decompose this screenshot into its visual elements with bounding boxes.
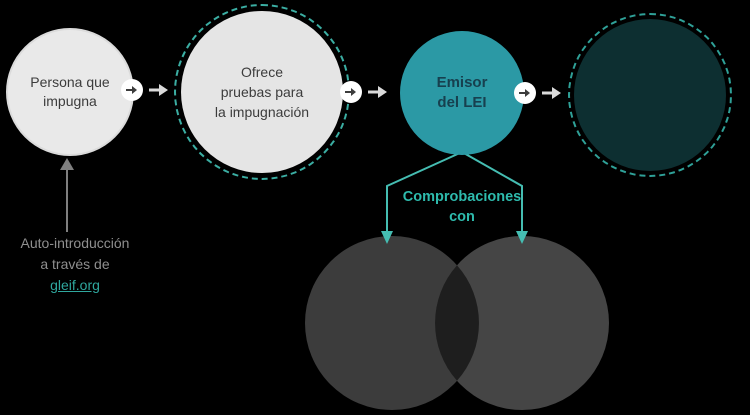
split-down-arrows-icon	[381, 151, 528, 244]
small-arrow-right-icon	[126, 86, 137, 94]
arrow-right-icon	[368, 86, 387, 98]
node-label-emisor: Emisor del LEI	[436, 73, 488, 111]
node-circle-final	[568, 13, 732, 177]
node-circle-pruebas-fill: Ofrece pruebas para la impugnación	[181, 11, 343, 173]
right-branch-line	[461, 151, 523, 232]
annotation-line2: a través de	[40, 256, 110, 272]
venn-overlap	[435, 265, 479, 381]
connector-3	[514, 82, 562, 104]
connector-2	[340, 81, 388, 103]
annotation-line1: Auto-introducción	[20, 235, 130, 251]
small-arrow-right-icon	[345, 88, 356, 96]
check-label: Comprobaciones con	[382, 188, 542, 227]
node-circle-pruebas: Ofrece pruebas para la impugnación	[174, 4, 350, 180]
node-label-persona: Persona que impugna	[30, 74, 110, 109]
venn-diagram	[305, 236, 609, 410]
node-circle-emisor: Emisor del LEI	[400, 31, 524, 155]
left-branch-line	[386, 151, 463, 232]
check-label-line2: con	[449, 208, 475, 225]
right-arrowhead-icon	[516, 231, 528, 244]
dot-arrow-icon	[514, 82, 536, 104]
arrow-right-icon	[149, 84, 168, 96]
arrow-right-icon	[542, 87, 561, 99]
arrow-up-icon	[60, 158, 74, 170]
small-arrow-right-icon	[519, 89, 530, 97]
dot-arrow-icon	[340, 81, 362, 103]
left-arrowhead-icon	[381, 231, 393, 244]
node-label-pruebas: Ofrece pruebas para la impugnación	[214, 63, 310, 121]
venn-right-circle	[435, 236, 609, 410]
annotation: Auto-introducción a través de gleif.org	[0, 233, 150, 296]
arrow-up-line	[66, 170, 68, 232]
connector-1	[121, 79, 169, 101]
node-circle-persona: Persona que impugna	[6, 28, 134, 156]
check-label-line1: Comprobaciones	[402, 189, 522, 205]
venn-left-circle	[305, 236, 479, 410]
gleif-link[interactable]: gleif.org	[50, 277, 100, 293]
node-circle-final-fill	[574, 19, 726, 171]
dot-arrow-icon	[121, 79, 143, 101]
